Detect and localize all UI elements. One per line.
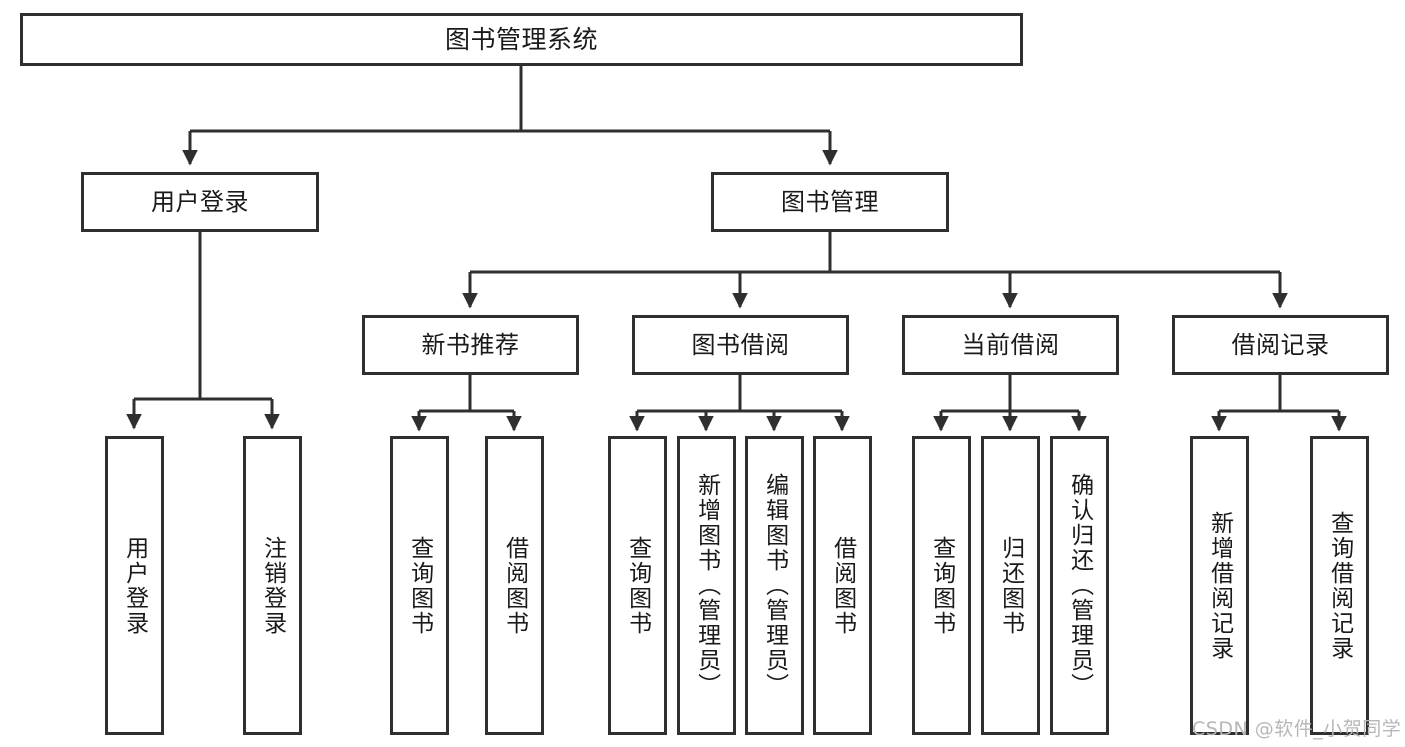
leaf-edit-book-admin[interactable]: 编辑图书（管理员） [745,436,804,735]
leaf-add-borrow-record[interactable]: 新增借阅记录 [1190,436,1249,735]
leaf-query-book-current-label: 查询图书 [928,535,955,636]
leaf-user-login[interactable]: 用户登录 [105,436,164,735]
node-root-label: 图书管理系统 [444,24,598,54]
leaf-query-book-borrow-label: 查询图书 [624,535,651,636]
leaf-add-borrow-record-label: 新增借阅记录 [1206,510,1233,661]
leaf-add-book-admin[interactable]: 新增图书（管理员） [677,436,736,735]
leaf-logout-label: 注销登录 [259,535,286,636]
node-book-management-label: 图书管理 [781,187,879,216]
csdn-watermark: CSDN @软件_小贺同学 [1192,718,1402,740]
node-new-book-recommend[interactable]: 新书推荐 [362,315,579,375]
leaf-edit-book-admin-label: 编辑图书（管理员） [761,473,788,698]
node-current-borrow-label: 当前借阅 [961,330,1060,359]
leaf-add-book-admin-label: 新增图书（管理员） [693,473,720,698]
leaf-borrow-book-new[interactable]: 借阅图书 [485,436,544,735]
leaf-query-book-current[interactable]: 查询图书 [912,436,971,735]
leaf-return-book-label: 归还图书 [997,535,1024,636]
leaf-query-borrow-record[interactable]: 查询借阅记录 [1310,436,1369,735]
leaf-query-book-borrow[interactable]: 查询图书 [608,436,667,735]
leaf-logout[interactable]: 注销登录 [243,436,302,735]
node-borrow-record[interactable]: 借阅记录 [1172,315,1389,375]
node-borrow-record-label: 借阅记录 [1231,330,1330,359]
node-book-management[interactable]: 图书管理 [711,172,949,232]
leaf-borrow-book-new-label: 借阅图书 [501,535,528,636]
leaf-confirm-return-admin-label: 确认归还（管理员） [1066,473,1093,698]
leaf-query-book-new-label: 查询图书 [406,535,433,636]
node-book-borrow-label: 图书借阅 [691,330,790,359]
node-user-login-label: 用户登录 [151,187,249,216]
node-new-book-recommend-label: 新书推荐 [421,330,520,359]
leaf-query-book-new[interactable]: 查询图书 [390,436,449,735]
node-book-borrow[interactable]: 图书借阅 [632,315,849,375]
leaf-borrow-book[interactable]: 借阅图书 [813,436,872,735]
node-user-login[interactable]: 用户登录 [81,172,319,232]
node-current-borrow[interactable]: 当前借阅 [902,315,1119,375]
leaf-borrow-book-label: 借阅图书 [829,535,856,636]
leaf-confirm-return-admin[interactable]: 确认归还（管理员） [1050,436,1109,735]
leaf-return-book[interactable]: 归还图书 [981,436,1040,735]
leaf-user-login-label: 用户登录 [121,535,148,636]
node-root[interactable]: 图书管理系统 [20,13,1023,66]
leaf-query-borrow-record-label: 查询借阅记录 [1326,510,1353,661]
